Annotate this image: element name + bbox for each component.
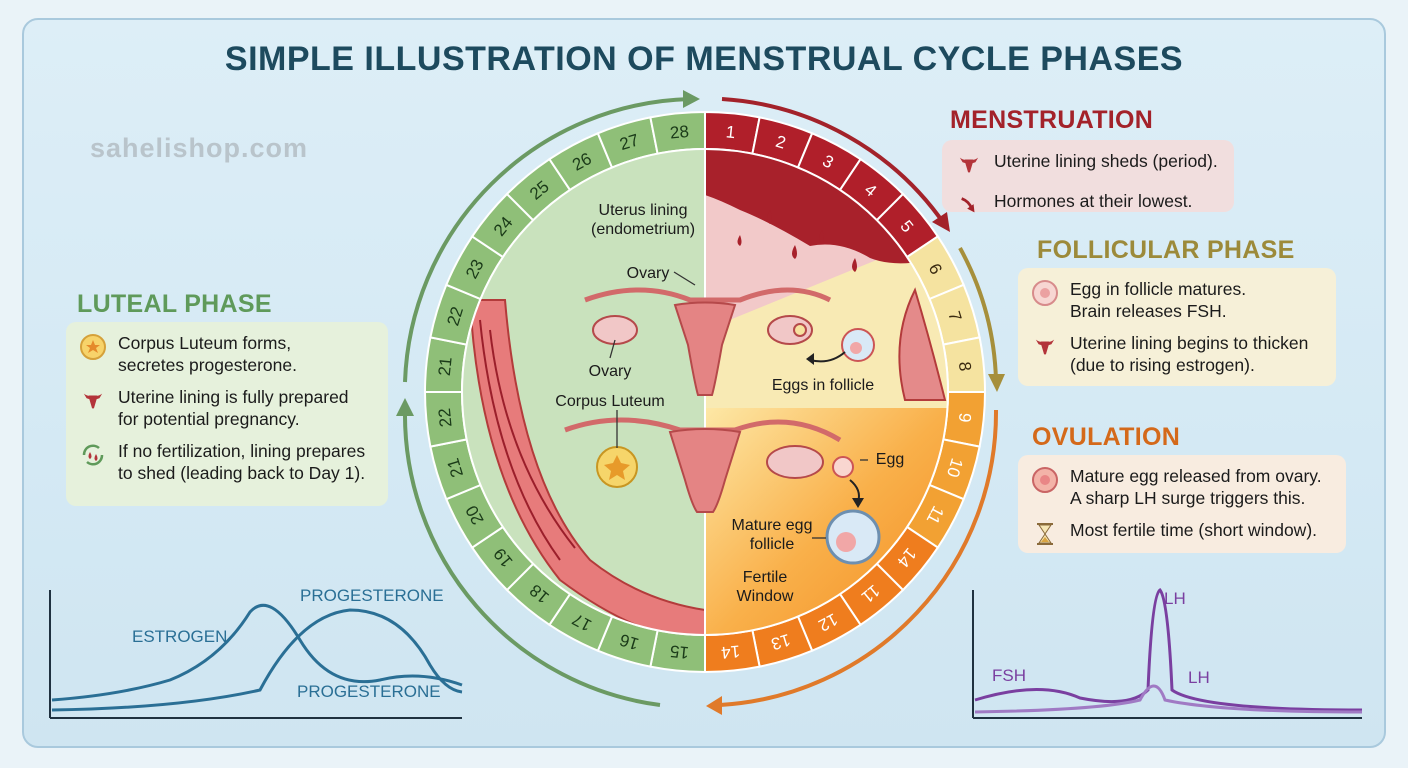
day-segment-label: 28	[669, 122, 690, 143]
recycle-drops-icon	[78, 440, 108, 470]
follicular-quadrant	[705, 230, 948, 408]
down-arrow-icon	[954, 190, 984, 220]
luteal-heading: LUTEAL PHASE	[77, 290, 272, 318]
corpus-luteum-icon	[78, 332, 108, 362]
day-segment-label: 16	[617, 630, 641, 654]
menstruation-box: Uterine lining sheds (period). Hormones …	[942, 140, 1234, 213]
follicular-item-2: Uterine lining begins to thicken (due to…	[1030, 332, 1324, 376]
luteal-item-2: Uterine lining is fully prepared for pot…	[78, 386, 376, 430]
follicle-icon	[1030, 278, 1060, 308]
left-hormone-chart	[49, 590, 463, 719]
ovulation-heading: OVULATION	[1032, 423, 1181, 451]
lh-curve	[974, 588, 1363, 712]
uterus-icon	[954, 150, 984, 180]
fsh-label: FSH	[992, 666, 1026, 685]
uterus-illustration-top	[584, 287, 832, 396]
egg-icon	[1030, 465, 1060, 495]
luteal-item-3: If no fertilization, lining prepares to …	[78, 440, 376, 484]
mature-egg-follicle-label: Mature egg follicle	[731, 517, 813, 553]
day-segment-label: 8	[955, 361, 975, 372]
day-segment-label: 22	[435, 407, 456, 428]
menstruation-item-2: Hormones at their lowest.	[954, 190, 1222, 220]
egg-label: Egg	[875, 451, 905, 468]
ovary-label-top: Ovary	[626, 265, 670, 282]
progesterone-label-bottom: PROGESTERONE	[297, 682, 441, 701]
day-segment-label: 14	[720, 641, 741, 662]
watermark: sahelishop.com	[90, 133, 309, 163]
page-title: SIMPLE ILLUSTRATION OF MENSTRUAL CYCLE P…	[224, 40, 1184, 78]
menstruation-item-1: Uterine lining sheds (period).	[954, 150, 1222, 180]
day-segment-label: 21	[443, 456, 467, 480]
right-hormone-chart	[972, 588, 1363, 719]
luteal-item-1: Corpus Luteum forms, secretes progestero…	[78, 332, 376, 376]
progesterone-curve	[51, 608, 463, 712]
ovulation-box: Mature egg released from ovary. A sharp …	[1018, 455, 1346, 553]
ovary-label-bottom: Ovary	[588, 363, 632, 380]
estrogen-curve	[51, 603, 463, 702]
day-segment-label: 13	[769, 630, 793, 654]
uterus-icon	[78, 386, 108, 416]
estrogen-label: ESTROGEN	[132, 627, 228, 646]
day-segment-label: 21	[435, 356, 456, 377]
eggs-in-follicle-label: Eggs in follicle	[771, 377, 875, 394]
day-segment-label: 9	[955, 412, 975, 423]
luteal-box: Corpus Luteum forms, secretes progestero…	[66, 322, 388, 506]
follicular-box: Egg in follicle matures. Brain releases …	[1018, 268, 1336, 386]
uterus-illustration-bottom	[564, 417, 854, 513]
fsh-curve	[974, 684, 1363, 714]
day-segment-label: 22	[443, 304, 467, 328]
day-segment-label: 1	[725, 122, 736, 142]
day-segment-label: 15	[669, 641, 690, 662]
fertile-window-label: Fertile Window	[736, 569, 794, 605]
lh-label-right: LH	[1188, 668, 1210, 687]
uterus-icon	[1030, 332, 1060, 362]
ovulation-item-2: Most fertile time (short window).	[1030, 519, 1334, 549]
lh-label-top: LH	[1164, 589, 1186, 608]
corpus-luteum-label: Corpus Luteum	[555, 393, 665, 410]
follicular-heading: FOLLICULAR PHASE	[1037, 236, 1295, 264]
day-segment-label: 27	[617, 130, 641, 154]
hourglass-icon	[1030, 519, 1060, 549]
day-segment-label: 10	[943, 456, 967, 480]
ovulation-item-1: Mature egg released from ovary. A sharp …	[1030, 465, 1334, 509]
progesterone-label-top: PROGESTERONE	[300, 586, 444, 605]
follicular-item-1: Egg in follicle matures. Brain releases …	[1030, 278, 1324, 322]
uterus-lining-label: Uterus lining (endometrium)	[590, 202, 696, 238]
cycle-arrows	[396, 90, 1005, 715]
menstruation-heading: MENSTRUATION	[950, 106, 1154, 134]
